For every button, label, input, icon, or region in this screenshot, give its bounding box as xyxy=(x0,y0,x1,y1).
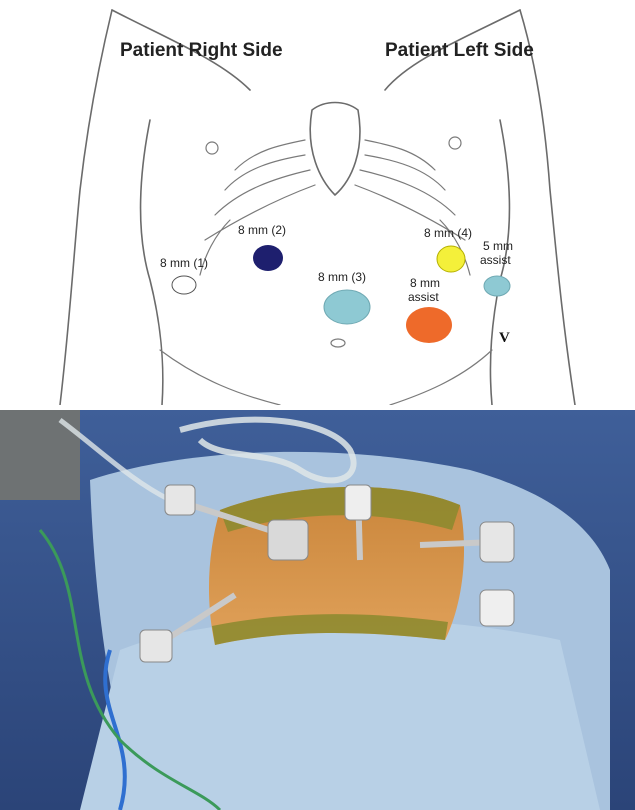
port-3-label: 8 mm (3) xyxy=(318,270,366,284)
assist-5mm-label-line1: 5 mm xyxy=(483,239,513,253)
port-4-marker xyxy=(437,246,465,272)
patient-left-side-label: Patient Left Side xyxy=(385,40,534,61)
port-2-marker xyxy=(253,245,283,271)
port-4-label: 8 mm (4) xyxy=(424,226,472,240)
patient-right-side-label: Patient Right Side xyxy=(120,40,283,61)
port-placement-diagram: Patient Right Side Patient Left Side 8 m… xyxy=(0,0,635,405)
port-1-marker xyxy=(172,276,196,294)
port-3-marker xyxy=(324,290,370,324)
trocar-port-5 xyxy=(268,520,308,560)
port-1-label: 8 mm (1) xyxy=(160,256,208,270)
assist-5mm-label-line2: assist xyxy=(480,253,511,267)
assist-8mm-label-line1: 8 mm xyxy=(410,276,440,290)
v-marker-label: V xyxy=(499,330,510,346)
port-2-label: 8 mm (2) xyxy=(238,223,286,237)
trocar-port-6 xyxy=(480,590,514,626)
assist-8mm-marker xyxy=(406,307,452,343)
assist-5mm-marker xyxy=(484,276,510,296)
operating-room-photo xyxy=(0,410,635,810)
assist-8mm-label-line2: assist xyxy=(408,290,439,304)
